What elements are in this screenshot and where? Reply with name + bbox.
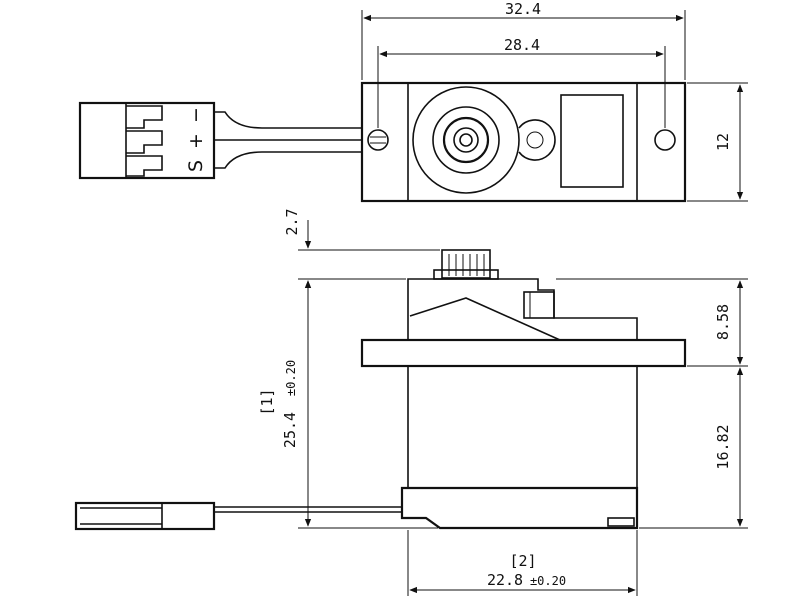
pin-label-minus: − [185, 107, 207, 123]
dim-body-width: [2] 22.8 ±0.20 [407, 530, 638, 596]
dim-label-hole-spacing: 28.4 [504, 36, 540, 54]
top-mount-hole-right [654, 129, 676, 151]
output-gear-spline [442, 116, 490, 164]
output-gear-ring [432, 106, 500, 174]
top-body-outline [407, 82, 638, 202]
dim-label-lower-height: 16.82 [714, 424, 732, 469]
dim-label-top-height: 12 [714, 133, 732, 151]
side-main-body [407, 365, 638, 489]
top-view: − + S 32.4 28.4 12 [78, 0, 748, 203]
dim-label-body-width-tol: ±0.20 [530, 574, 566, 588]
side-output-spline [441, 249, 491, 279]
pin-label-plus: + [185, 133, 207, 149]
side-bottom-case [400, 486, 639, 530]
dim-label-total-height: 25.4 [281, 412, 299, 448]
top-mount-hole-left [367, 129, 389, 151]
label-window [560, 94, 624, 188]
top-cable [214, 111, 362, 129]
dim-overall-width: 32.4 [361, 0, 686, 80]
dim-label-spline-height: 2.7 [283, 208, 301, 235]
top-connector [78, 101, 216, 180]
dim-label-overall-width: 32.4 [505, 0, 541, 18]
dim-label-total-height-ref: [1] [258, 388, 276, 415]
dim-top-height: 12 [687, 82, 748, 202]
dim-label-upper-height: 8.58 [714, 304, 732, 340]
side-view: 2.7 [1] 25.4 ±0.20 8.58 16.82 [2] [74, 208, 748, 596]
side-flange [360, 338, 687, 368]
dim-label-total-height-tol: ±0.20 [284, 360, 298, 396]
side-connector [74, 501, 216, 531]
output-gear-outer [412, 86, 520, 194]
pin-label-signal: S [185, 160, 207, 172]
dim-label-body-width: 22.8 [487, 571, 523, 589]
side-top-case [407, 278, 638, 341]
dim-lower-height: 16.82 [639, 367, 748, 529]
dim-hole-spacing: 28.4 [377, 36, 666, 128]
dim-total-height: [1] 25.4 ±0.20 [258, 280, 438, 529]
dim-upper-height: 8.58 [556, 278, 748, 367]
dim-label-body-width-ref: [2] [509, 552, 536, 570]
dim-spline-height: 2.7 [283, 208, 440, 300]
